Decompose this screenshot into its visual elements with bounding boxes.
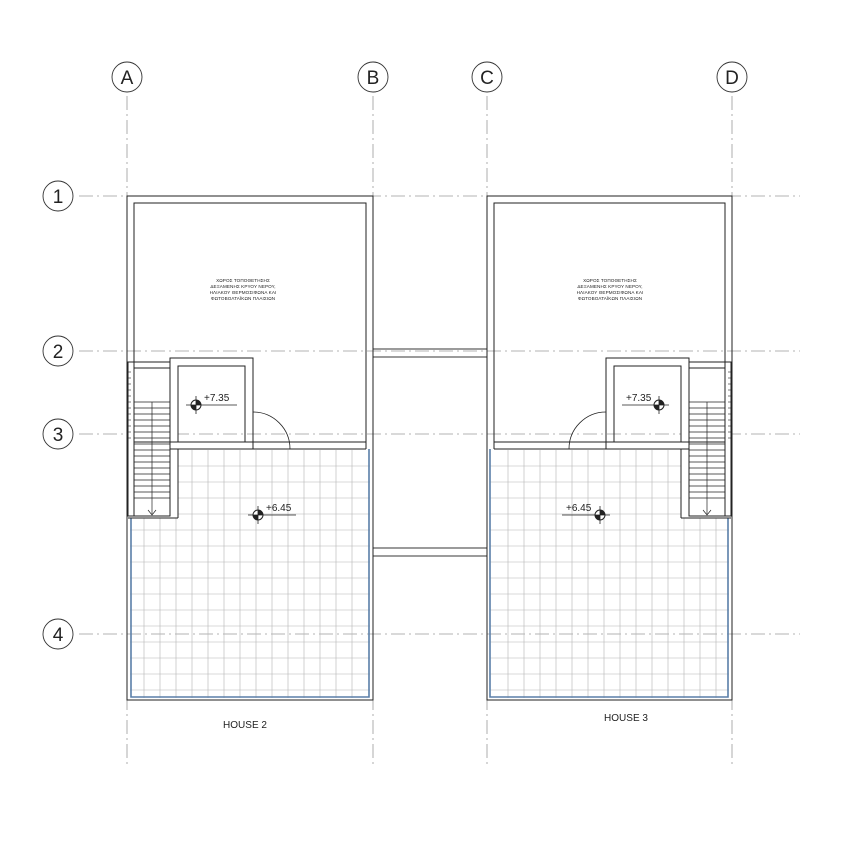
note-line-2: ΔΕΞΑΜΕΝΗΣ ΚΡΥΟΥ ΝΕΡΟΥ, bbox=[577, 284, 642, 289]
railing-hatch bbox=[128, 371, 131, 439]
stair-head-outer bbox=[605, 357, 690, 450]
grid-label-3: 3 bbox=[53, 425, 64, 446]
parapet-accent bbox=[489, 449, 729, 698]
house-3: +7.35 +6.45 ΧΩΡΟΣ ΤΟΠΟΘΕΤΗΣΗΣ ΔΕΞΑΜΕΝΗΣ … bbox=[486, 195, 733, 724]
grid-label-4: 4 bbox=[53, 625, 64, 646]
grid-bubble-2: 2 bbox=[42, 335, 74, 367]
note-line-3: ΗΛΙΑΚΟΥ ΘΕΡΜΟΣΙΦΩΝΑ ΚΑΙ bbox=[210, 290, 277, 295]
grid-label-1: 1 bbox=[53, 187, 64, 208]
terrace-elevation-label: +6.45 bbox=[266, 503, 292, 514]
note-line-4: ΦΩΤΟΒΟΛΤΑΪΚΩΝ ΠΛΑΙΣΙΩΝ bbox=[578, 295, 642, 301]
note-line-1: ΧΩΡΟΣ ΤΟΠΟΘΕΤΗΣΗΣ bbox=[216, 278, 270, 283]
stair-head-inner bbox=[177, 365, 246, 443]
parapet-accent bbox=[130, 449, 370, 698]
house-3-walls bbox=[486, 195, 733, 701]
house-2: +7.35 +6.45 ΧΩΡΟΣ ΤΟΠΟΘΕΤΗΣΗΣ ΔΕΞΑΜΕΝΗΣ … bbox=[126, 195, 374, 731]
door-swing-arc bbox=[568, 411, 607, 450]
note-line-2: ΔΕΞΑΜΕΝΗΣ ΚΡΥΟΥ ΝΕΡΟΥ, bbox=[210, 284, 275, 289]
stair-treads bbox=[689, 401, 725, 514]
connector-beam-upper bbox=[372, 348, 488, 358]
terrace-tiles bbox=[490, 450, 729, 698]
railing-hatch bbox=[728, 371, 731, 439]
grid-bubble-a: A bbox=[111, 61, 143, 93]
upper-elevation-label: +7.35 bbox=[204, 393, 230, 404]
door-swing-arc bbox=[252, 411, 291, 450]
grid-bubble-c: C bbox=[471, 61, 503, 93]
grid-bubble-b: B bbox=[357, 61, 389, 93]
elevation-marker-upper: +7.35 bbox=[622, 393, 669, 414]
upper-elevation-label: +7.35 bbox=[626, 393, 652, 404]
stair-head-outer bbox=[169, 357, 254, 450]
note-line-4: ΦΩΤΟΒΟΛΤΑΪΚΩΝ ΠΛΑΙΣΙΩΝ bbox=[211, 295, 275, 301]
stair-arrow-icon bbox=[147, 509, 157, 516]
house-2-label: HOUSE 2 bbox=[223, 720, 267, 731]
note-line-3: ΗΛΙΑΚΟΥ ΘΕΡΜΟΣΙΦΩΝΑ ΚΑΙ bbox=[577, 290, 644, 295]
grid-bubble-1: 1 bbox=[42, 180, 74, 212]
storage-note: ΧΩΡΟΣ ΤΟΠΟΘΕΤΗΣΗΣ ΔΕΞΑΜΕΝΗΣ ΚΡΥΟΥ ΝΕΡΟΥ,… bbox=[210, 278, 277, 301]
grid-label-d: D bbox=[725, 68, 739, 89]
elevation-marker-terrace: +6.45 bbox=[248, 503, 296, 524]
grid-bubbles: A B C D 1 2 3 4 bbox=[42, 61, 748, 650]
outer-wall bbox=[126, 195, 374, 701]
stair-head-inner bbox=[613, 365, 682, 443]
outer-wall bbox=[486, 195, 733, 701]
grid-bubble-3: 3 bbox=[42, 418, 74, 450]
roof-storage-area bbox=[133, 202, 367, 443]
house-3-label: HOUSE 3 bbox=[604, 713, 648, 724]
connector-beams bbox=[372, 348, 488, 557]
connector-beam-lower bbox=[372, 547, 488, 557]
storage-note: ΧΩΡΟΣ ΤΟΠΟΘΕΤΗΣΗΣ ΔΕΞΑΜΕΝΗΣ ΚΡΥΟΥ ΝΕΡΟΥ,… bbox=[577, 278, 644, 301]
grid-label-c: C bbox=[480, 68, 494, 89]
grid-label-b: B bbox=[367, 68, 380, 89]
terrace-elevation-label: +6.45 bbox=[566, 503, 592, 514]
elevation-marker-terrace: +6.45 bbox=[562, 503, 610, 524]
roof-storage-area bbox=[493, 202, 726, 443]
stair-treads bbox=[134, 401, 170, 514]
house-2-walls bbox=[126, 195, 374, 701]
elevation-marker-upper: +7.35 bbox=[186, 393, 237, 414]
grid-label-2: 2 bbox=[53, 342, 64, 363]
note-line-1: ΧΩΡΟΣ ΤΟΠΟΘΕΤΗΣΗΣ bbox=[583, 278, 637, 283]
stair-arrow-icon bbox=[702, 509, 712, 516]
grid-label-a: A bbox=[121, 68, 134, 89]
grid-bubble-4: 4 bbox=[42, 618, 74, 650]
grid-bubble-d: D bbox=[716, 61, 748, 93]
